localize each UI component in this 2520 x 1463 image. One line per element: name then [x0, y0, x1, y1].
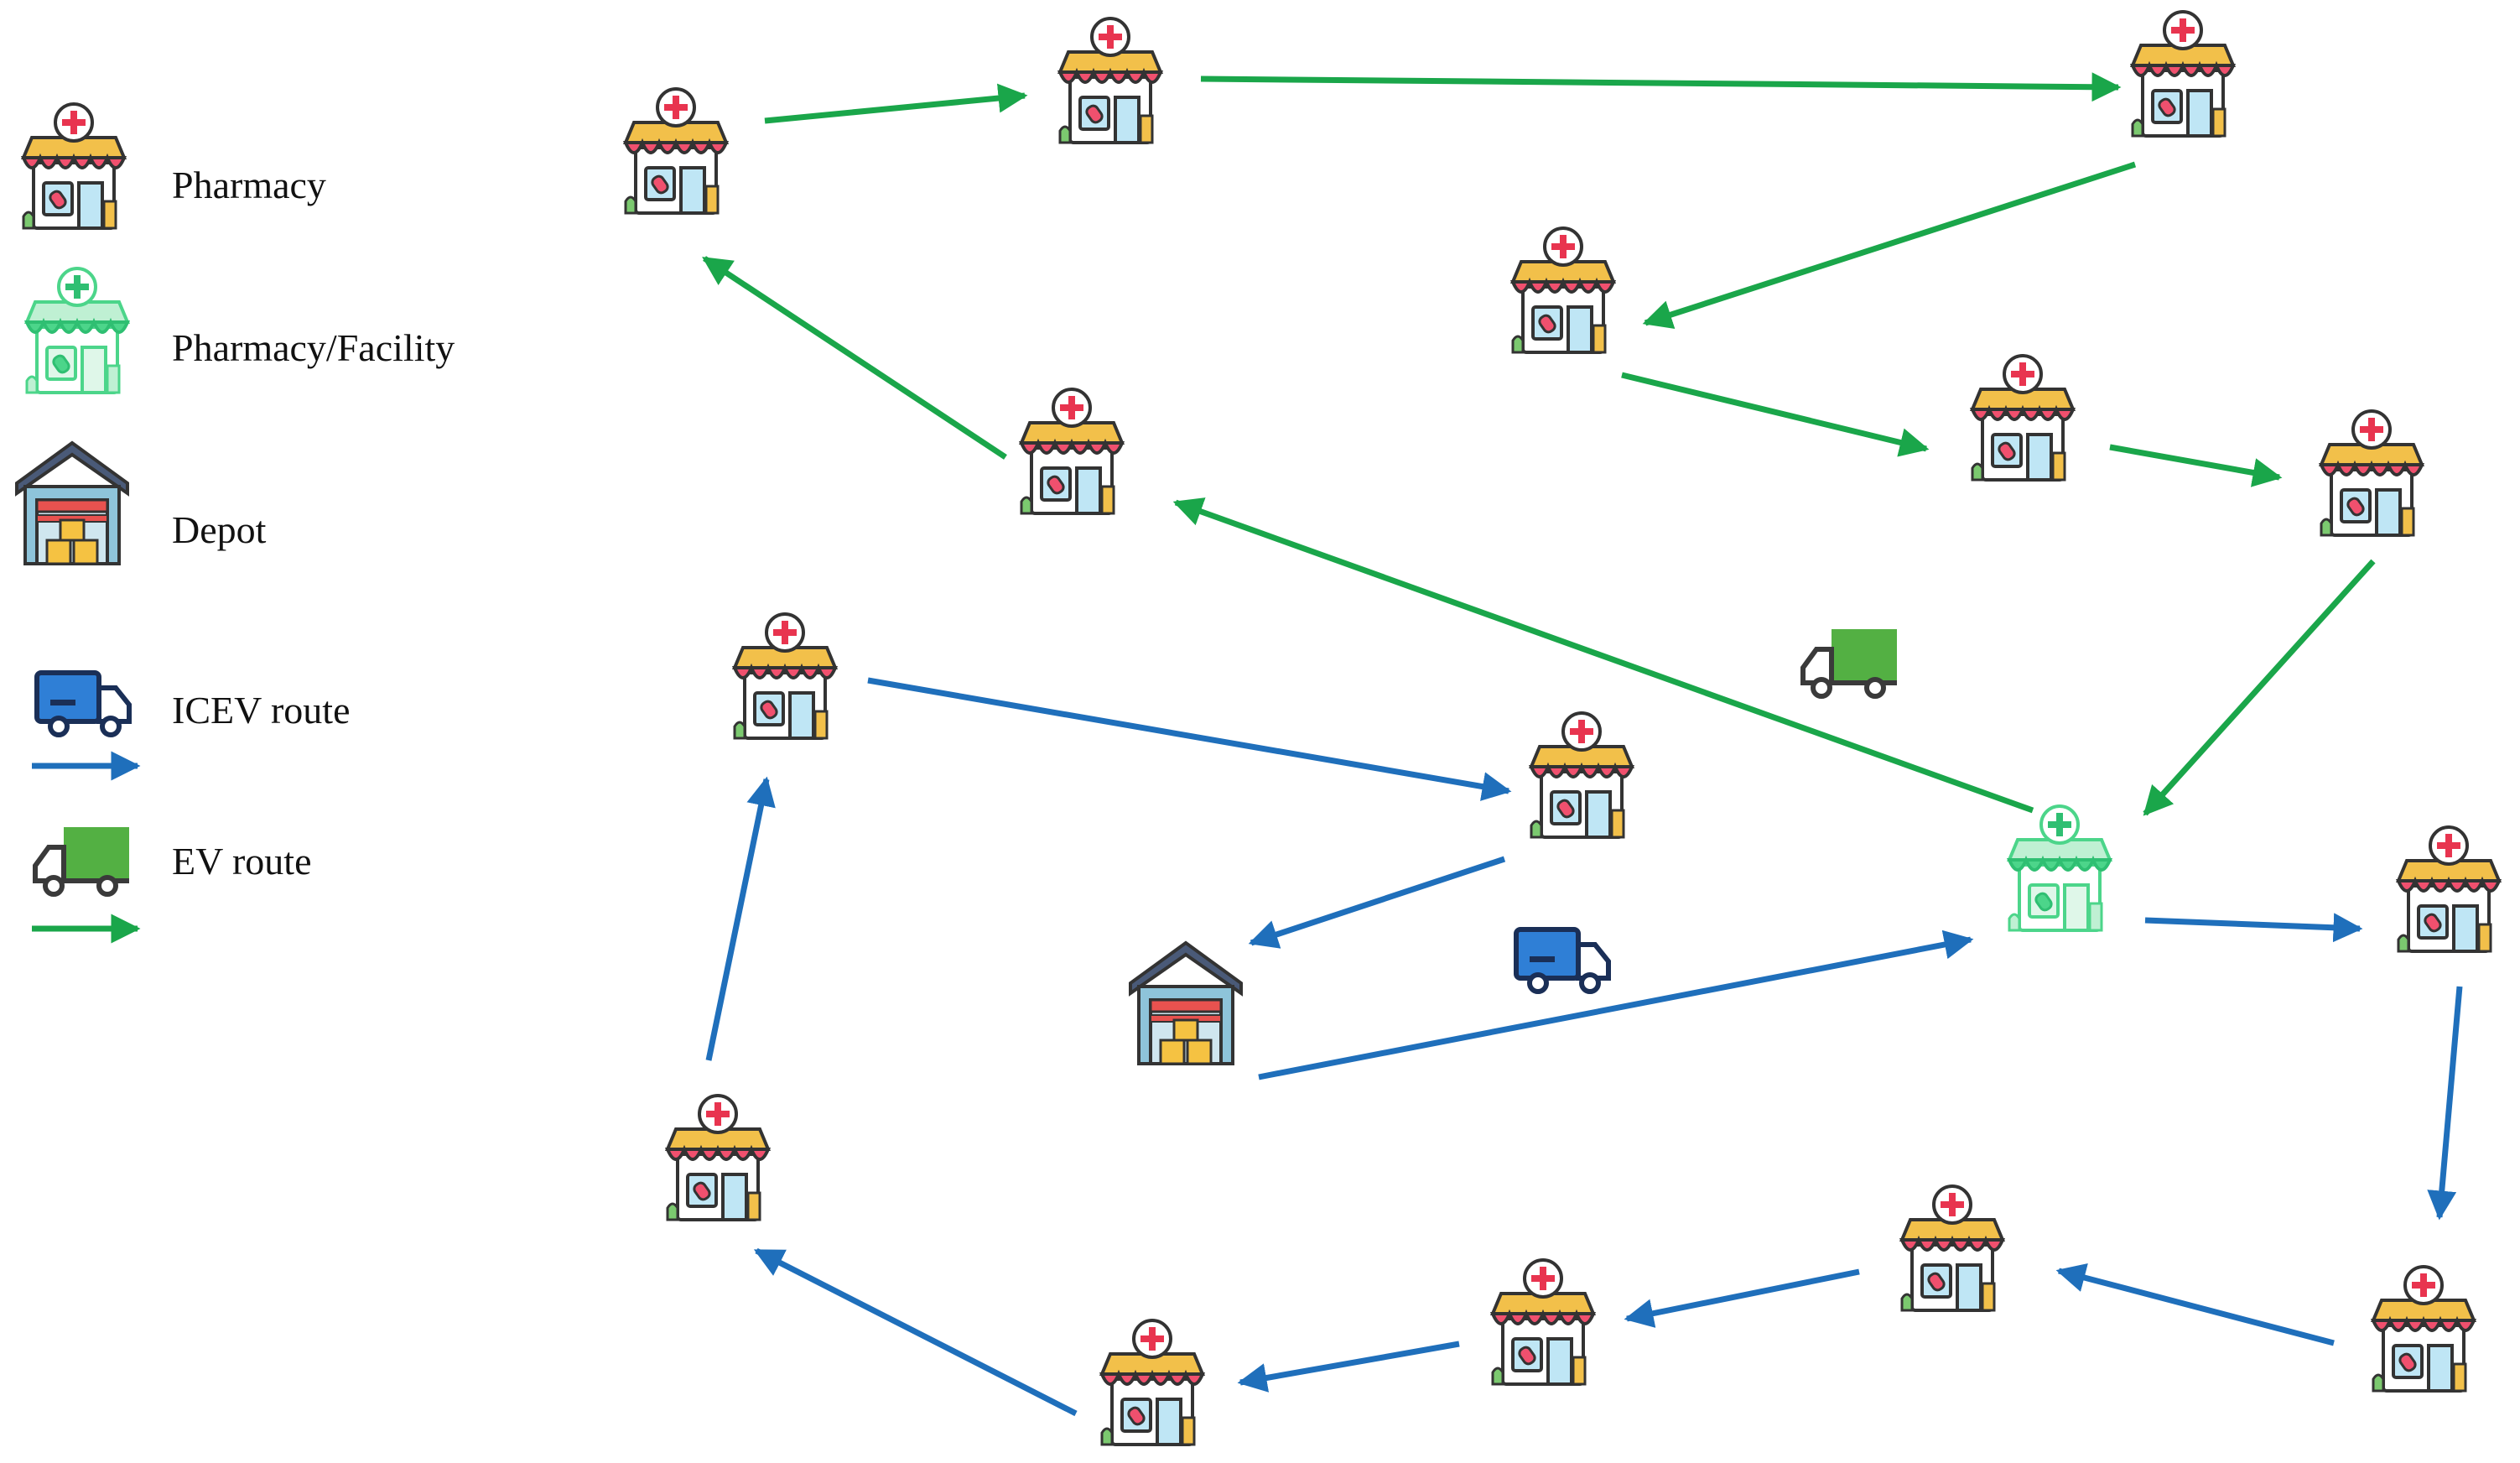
- pharmacy-icon: [1491, 1258, 1595, 1386]
- pharmacy-icon: [1971, 354, 2075, 482]
- ev-route-arrow: [1642, 161, 2137, 329]
- icev-route-arrow: [2427, 986, 2463, 1221]
- ev-truck-icon: [1803, 629, 1897, 696]
- icev-truck-icon: [37, 673, 129, 735]
- pharmacy-icon: [2320, 409, 2424, 537]
- pharmacy-icon: [733, 612, 837, 740]
- ev-route-arrow: [1172, 497, 2034, 814]
- ev-truck-icon: [35, 827, 129, 894]
- legend-label-ev-route: EV route: [172, 840, 312, 882]
- pharmacy-icon: [2397, 825, 2501, 953]
- ev-route-arrow: [1200, 72, 2122, 102]
- legend-label-pharmacy-facility: Pharmacy/Facility: [172, 326, 455, 369]
- ev-route-arrow: [702, 256, 1007, 460]
- pharmacy-icon: [22, 102, 126, 230]
- ev-route: [702, 72, 2376, 816]
- ev-route-arrow: [2109, 444, 2283, 487]
- pharmacy-icon: [1058, 17, 1162, 144]
- pharmacy-icon: [1020, 388, 1124, 515]
- pharmacy-icon: [2372, 1265, 2476, 1393]
- legend-label-icev-route: ICEV route: [172, 689, 351, 732]
- legend: Pharmacy Pharmacy/Facility Depot ICEV ro…: [15, 102, 455, 944]
- pharmacy-facility-icon: [25, 267, 129, 394]
- depot-icon: [15, 441, 129, 565]
- nodes: [624, 10, 2501, 1446]
- icev-route-arrow: [1237, 1341, 1460, 1393]
- pharmacy-icon: [2131, 10, 2235, 138]
- icev-route-arrow: [2055, 1263, 2335, 1346]
- ev-route-arrow: [1621, 372, 1930, 457]
- icev-route-arrow: [2144, 913, 2363, 943]
- depot-icon: [1129, 941, 1243, 1065]
- legend-label-depot: Depot: [172, 508, 267, 551]
- icev-route-arrow: [1258, 929, 1974, 1080]
- icev-route-arrow: [1248, 856, 1506, 949]
- ev-route-arrow: [2143, 559, 2376, 816]
- ev-route-arrow: [764, 83, 1028, 124]
- pharmacy-icon: [1530, 711, 1634, 839]
- icev-route-arrow: [753, 1247, 1078, 1417]
- pharmacy-facility-icon: [2008, 804, 2112, 932]
- pharmacy-icon: [1900, 1184, 2004, 1312]
- icev-route-arrow: [705, 776, 776, 1061]
- icev-route: [705, 677, 2463, 1417]
- pharmacy-icon: [666, 1094, 770, 1221]
- icev-route-arrow: [867, 677, 1512, 801]
- legend-label-pharmacy: Pharmacy: [172, 164, 326, 206]
- icev-truck-icon: [1516, 929, 1608, 992]
- pharmacy-icon: [624, 87, 728, 215]
- icev-route-arrow: [1624, 1268, 1860, 1328]
- pharmacy-icon: [1100, 1319, 1204, 1446]
- pharmacy-icon: [1511, 226, 1615, 354]
